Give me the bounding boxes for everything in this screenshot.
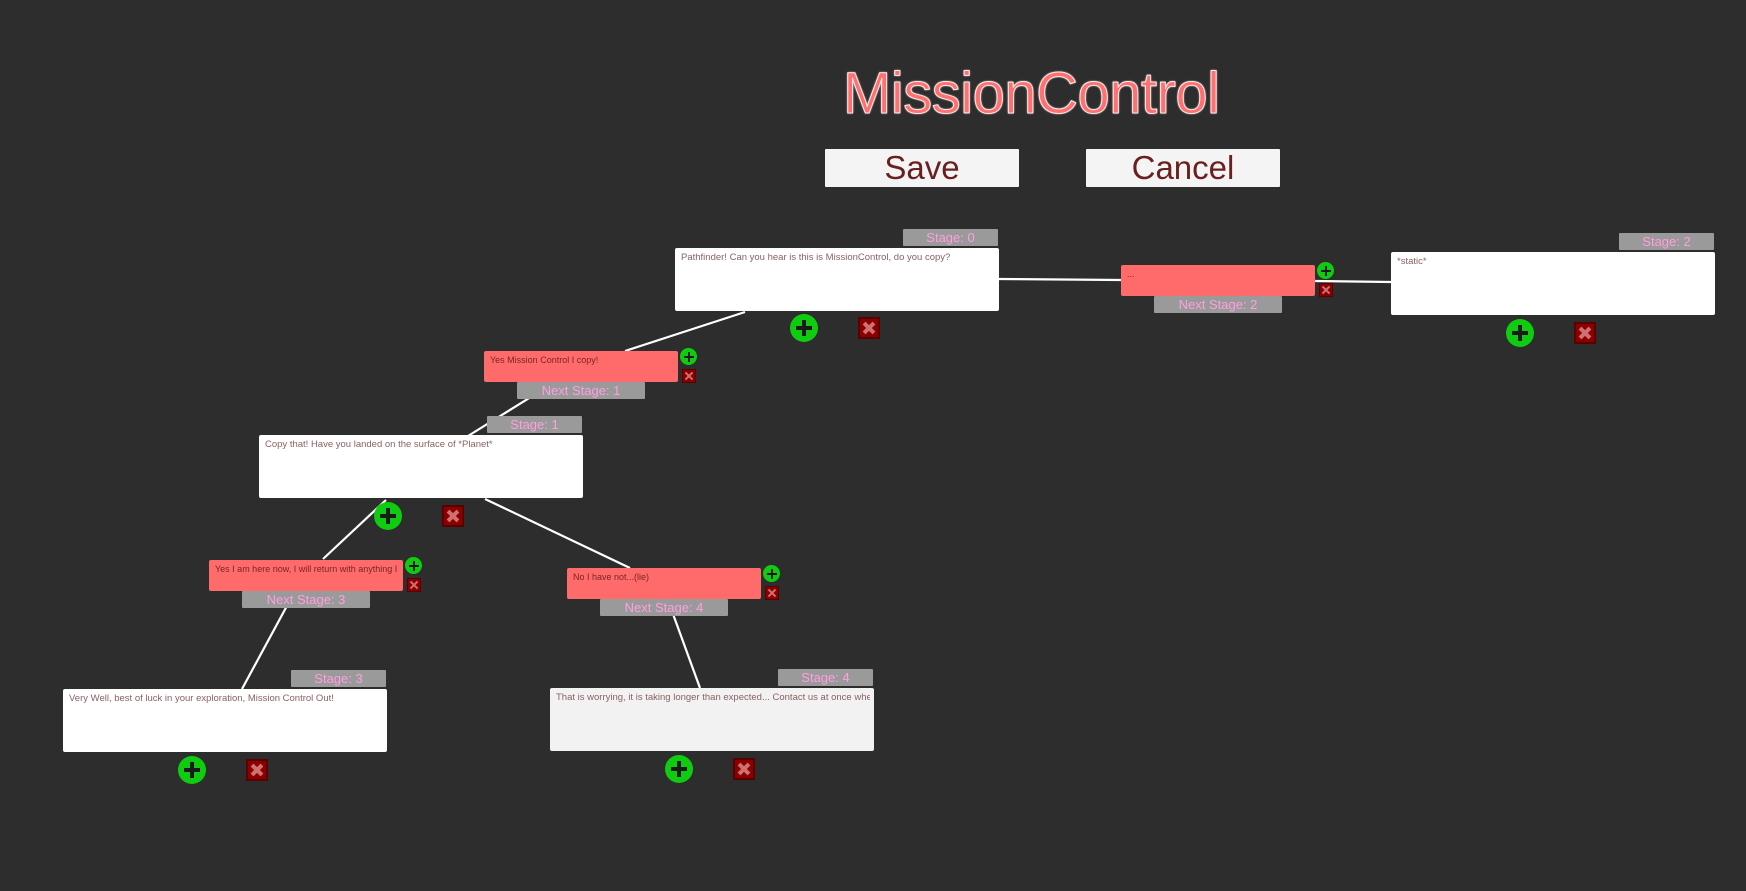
stage-text[interactable]: Very Well, best of luck in your explorat… [69,693,334,704]
stage-node[interactable]: Very Well, best of luck in your explorat… [63,689,387,752]
stage-node[interactable]: *static* [1391,252,1715,315]
cancel-button[interactable]: Cancel [1086,149,1280,187]
save-button[interactable]: Save [825,149,1019,187]
stage-tag: Stage: 1 [487,416,582,433]
delete-response-icon[interactable] [682,369,696,383]
page-title: MissionControl [843,61,1221,127]
link-stage0-response0 [624,310,746,353]
add-response-icon[interactable] [1506,319,1534,347]
next-stage-tag: Next Stage: 2 [1154,296,1282,313]
add-link-icon[interactable] [680,348,697,365]
link-response3-stage4 [671,613,702,689]
response-node[interactable]: ... [1121,265,1315,296]
add-response-icon[interactable] [665,755,693,783]
stage-node[interactable]: That is worrying, it is taking longer th… [550,688,874,751]
response-text[interactable]: No I have not...(lie) [573,572,650,582]
stage-node[interactable]: Copy that! Have you landed on the surfac… [259,435,583,498]
stage-tag: Stage: 2 [1619,233,1714,250]
delete-stage-icon[interactable] [733,758,755,780]
stage-tag: Stage: 0 [903,229,998,246]
add-response-icon[interactable] [374,502,402,530]
link-response1-stage2 [1314,279,1392,284]
delete-stage-icon[interactable] [246,759,268,781]
delete-response-icon[interactable] [1319,283,1333,297]
response-text[interactable]: ... [1127,269,1135,279]
stage-node[interactable]: Pathfinder! Can you hear is this is Miss… [675,248,999,311]
response-node[interactable]: No I have not...(lie) [567,568,761,599]
response-node[interactable]: Yes I am here now, I will return with an… [209,560,403,591]
delete-stage-icon[interactable] [858,317,880,339]
add-link-icon[interactable] [763,565,780,582]
next-stage-tag: Next Stage: 4 [600,599,728,616]
add-response-icon[interactable] [178,756,206,784]
stage-tag: Stage: 3 [291,670,386,687]
stage-text[interactable]: Pathfinder! Can you hear is this is Miss… [681,252,951,263]
response-text[interactable]: Yes Mission Control I copy! [490,355,599,365]
stage-text[interactable]: That is worrying, it is taking longer th… [556,692,870,703]
link-stage1-response3 [484,498,631,569]
add-response-icon[interactable] [790,314,818,342]
add-link-icon[interactable] [1317,262,1334,279]
response-text[interactable]: Yes I am here now, I will return with an… [215,564,398,574]
delete-stage-icon[interactable] [1574,322,1596,344]
delete-response-icon[interactable] [407,578,421,592]
stage-text[interactable]: *static* [1397,256,1427,267]
next-stage-tag: Next Stage: 3 [242,591,370,608]
stage-tag: Stage: 4 [778,669,873,686]
add-link-icon[interactable] [405,557,422,574]
stage-text[interactable]: Copy that! Have you landed on the surfac… [265,439,493,450]
delete-response-icon[interactable] [765,586,779,600]
response-node[interactable]: Yes Mission Control I copy! [484,351,678,382]
next-stage-tag: Next Stage: 1 [517,382,645,399]
link-stage0-response1 [997,277,1122,282]
delete-stage-icon[interactable] [442,505,464,527]
